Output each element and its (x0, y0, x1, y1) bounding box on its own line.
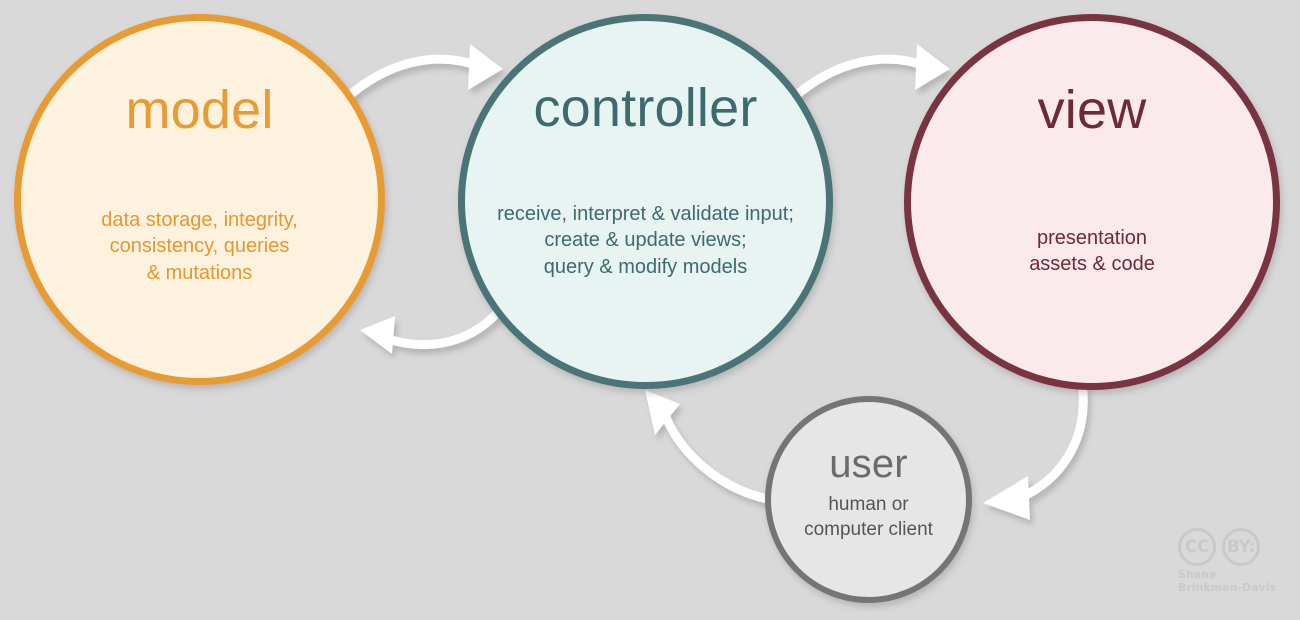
attribution-by-icon: BY: (1222, 528, 1260, 566)
creative-commons-badge: CC BY: Shane Brinkman-Davis (1178, 528, 1290, 610)
arrow-model-to-controller (338, 44, 503, 106)
node-view-title: view (1037, 80, 1147, 140)
cc-marks: CC BY: (1178, 528, 1290, 566)
node-user-description: human or computer client (804, 494, 933, 541)
arrow-controller-to-model (360, 307, 503, 354)
node-model[interactable]: model data storage, integrity, consisten… (14, 14, 385, 385)
creative-commons-icon: CC (1178, 528, 1216, 566)
node-view[interactable]: view presentation assets & code (904, 14, 1280, 390)
arrow-view-to-user (983, 377, 1088, 520)
node-view-description: presentation assets & code (1029, 227, 1155, 276)
node-model-description: data storage, integrity, consistency, qu… (101, 209, 298, 284)
node-controller[interactable]: controller receive, interpret & validate… (458, 14, 833, 389)
author-attribution: Shane Brinkman-Davis (1178, 568, 1277, 594)
node-user[interactable]: user human or computer client (765, 396, 972, 603)
node-user-title: user (829, 442, 908, 486)
node-controller-title: controller (533, 78, 758, 138)
node-model-title: model (125, 80, 274, 140)
node-controller-description: receive, interpret & validate input; cre… (497, 203, 794, 278)
arrow-user-to-controller (645, 390, 777, 505)
arrow-controller-to-view (787, 44, 950, 104)
